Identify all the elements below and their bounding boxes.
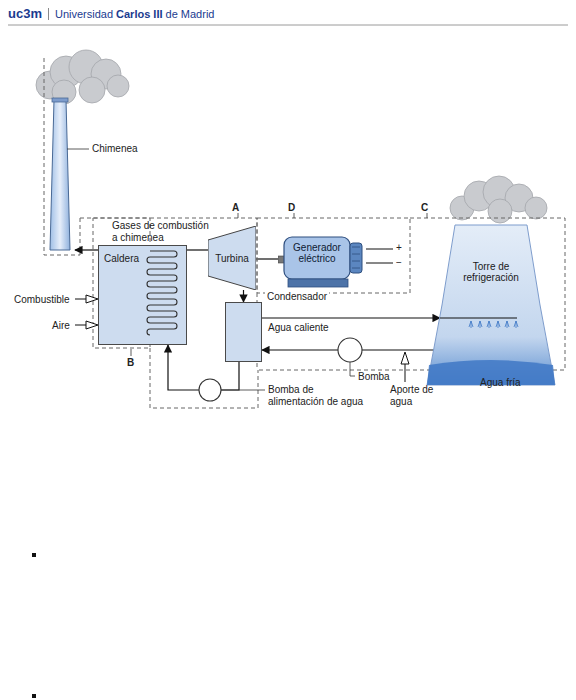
cooling-fin <box>352 254 360 255</box>
flow-connector <box>262 317 440 318</box>
water-spray <box>487 321 491 328</box>
flow-connector <box>187 249 208 250</box>
node-title: Turbina <box>215 253 249 264</box>
cooling-fin <box>352 261 360 262</box>
generator-cap <box>350 243 362 273</box>
callout-label: Combustible <box>14 294 70 306</box>
edge-label: Agua caliente <box>268 322 329 334</box>
cooling-tower: Torre de refrigeración <box>425 215 557 390</box>
generator-body <box>284 237 350 279</box>
coil-winding <box>147 251 177 335</box>
callout-label: Bomba <box>358 371 390 383</box>
node-title: Condensador <box>265 291 329 302</box>
callout-label: + <box>396 242 402 254</box>
generator-base <box>288 279 348 287</box>
turbine-casing <box>208 226 256 290</box>
callout-label: Agua fría <box>480 377 521 389</box>
brand-logo: uc3m <box>8 6 42 21</box>
header-text: Universidad <box>48 8 113 20</box>
boiler-box: Caldera <box>98 245 187 345</box>
spray-pipe <box>440 317 517 318</box>
vapour-cloud <box>450 176 547 223</box>
water-spray <box>505 321 509 328</box>
node-title: Torre de refrigeración <box>453 261 529 283</box>
bullet <box>32 694 36 698</box>
tower-shell <box>427 225 555 385</box>
flow-connector <box>256 258 278 259</box>
callout-label: Chimenea <box>92 143 138 155</box>
node-title: Caldera <box>99 246 186 264</box>
callout-label: Aporte de agua <box>390 384 436 407</box>
bullet <box>32 553 36 557</box>
cooling-fin <box>352 247 360 248</box>
tower-outline <box>425 215 557 390</box>
callout-label: B <box>127 357 134 369</box>
callout-label: − <box>396 257 402 269</box>
smoke-cloud <box>36 50 129 104</box>
callout-label: Bomba de alimentación de agua <box>268 384 368 407</box>
water-spray <box>514 321 518 328</box>
header-rule <box>8 25 568 26</box>
callout-label: Gases de combustión a chimenea <box>112 220 212 243</box>
callout-label: A <box>232 202 239 214</box>
system-boundary <box>44 58 565 408</box>
callout-label: D <box>288 202 295 214</box>
header-text: de Madrid <box>166 8 215 20</box>
chimney-rim <box>52 98 68 102</box>
header-text: Carlos III <box>116 8 162 20</box>
callout-label: C <box>421 202 428 214</box>
water-spray <box>469 321 473 328</box>
flow-connector <box>243 290 244 302</box>
node-title: Generador eléctrico <box>284 242 350 264</box>
cooling-fin <box>352 268 360 269</box>
chimney <box>50 100 70 250</box>
page-header: uc3m UniversidadCarlos III de Madrid <box>8 6 214 21</box>
water-spray <box>496 321 500 328</box>
turbine: Turbina <box>208 226 256 290</box>
terminal-wire <box>366 249 393 263</box>
water-spray <box>478 321 482 328</box>
callout-label: Aire <box>52 320 70 332</box>
flue-gas-arrow <box>75 249 98 250</box>
electric-generator: Generador eléctrico <box>278 232 366 290</box>
condenser-box: Condensador <box>225 302 262 362</box>
